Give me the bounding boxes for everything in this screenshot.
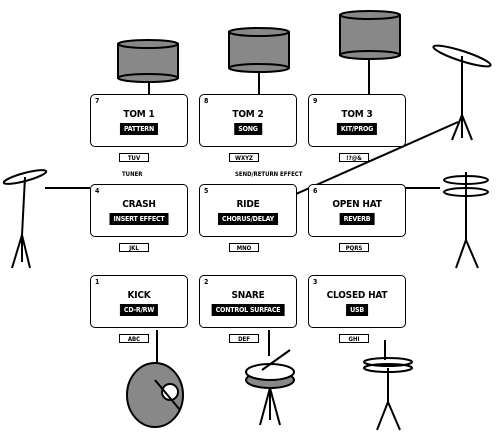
pad-tom1[interactable]: 7 TOM 1 PATTERN [90, 94, 188, 147]
pad-ride[interactable]: 5 RIDE CHORUS/DELAY [199, 184, 297, 237]
pad-name: CRASH [91, 199, 187, 210]
send-return-caption: SEND/RETURN EFFECT [235, 171, 302, 178]
closed-hat-icon [364, 358, 412, 430]
snare-drum-icon [246, 350, 294, 425]
pad-name: CLOSED HAT [309, 290, 405, 301]
pad-function-label: INSERT EFFECT [109, 213, 168, 225]
pad-name: KICK [91, 290, 187, 301]
pad-function-label: USB [346, 304, 368, 316]
pad-kick[interactable]: 1 KICK CD-R/RW [90, 275, 188, 328]
pad-function-label: KIT/PROG [337, 123, 377, 135]
tom2-drum-icon [229, 28, 289, 72]
key-label: TUV [119, 153, 149, 162]
pad-name: SNARE [200, 290, 296, 301]
pad-number: 6 [313, 187, 317, 195]
crash-cymbal-icon [3, 167, 48, 268]
pad-closed-hat[interactable]: 3 CLOSED HAT USB [308, 275, 406, 328]
pad-name: RIDE [200, 199, 296, 210]
pad-crash[interactable]: 4 CRASH INSERT EFFECT [90, 184, 188, 237]
pad-function-label: CONTROL SURFACE [212, 304, 285, 316]
key-label: ABC [119, 334, 149, 343]
pad-snare[interactable]: 2 SNARE CONTROL SURFACE [199, 275, 297, 328]
tom3-drum-icon [340, 11, 400, 59]
key-label: JKL [119, 243, 149, 252]
pad-tom2[interactable]: 8 TOM 2 SONG [199, 94, 297, 147]
pad-number: 9 [313, 97, 317, 105]
pad-function-label: REVERB [340, 213, 375, 225]
pad-number: 7 [95, 97, 99, 105]
pad-name: TOM 3 [309, 109, 405, 120]
pad-function-label: SONG [234, 123, 262, 135]
pad-name: TOM 1 [91, 109, 187, 120]
pad-open-hat[interactable]: 6 OPEN HAT REVERB [308, 184, 406, 237]
pad-number: 3 [313, 278, 317, 286]
key-label: GHI [339, 334, 369, 343]
key-label: DEF [229, 334, 259, 343]
tuner-caption: TUNER [122, 171, 142, 178]
pad-tom3[interactable]: 9 TOM 3 KIT/PROG [308, 94, 406, 147]
ride-cymbal-icon [432, 42, 492, 140]
tom1-drum-icon [118, 40, 178, 82]
pad-number: 5 [204, 187, 208, 195]
pad-function-label: PATTERN [120, 123, 158, 135]
key-label: MNO [229, 243, 259, 252]
key-label: !?@& [339, 153, 369, 162]
pad-function-label: CHORUS/DELAY [218, 213, 278, 225]
key-label: PQRS [339, 243, 369, 252]
pad-name: OPEN HAT [309, 199, 405, 210]
pad-number: 1 [95, 278, 99, 286]
kick-drum-icon [127, 363, 183, 427]
pad-function-label: CD-R/RW [120, 304, 158, 316]
open-hat-icon [444, 172, 488, 268]
pad-number: 4 [95, 187, 99, 195]
key-label: WXYZ [229, 153, 259, 162]
pad-number: 2 [204, 278, 208, 286]
pad-name: TOM 2 [200, 109, 296, 120]
pad-number: 8 [204, 97, 208, 105]
